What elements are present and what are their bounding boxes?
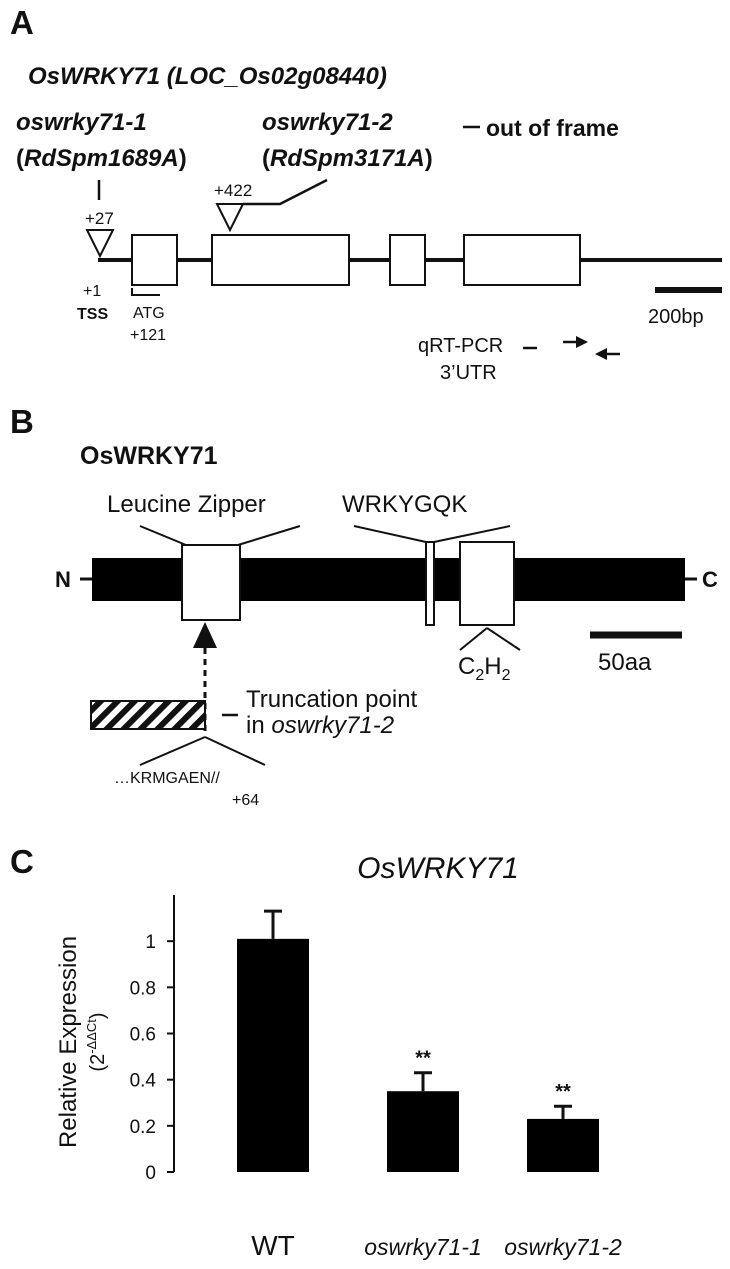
allele1-id: (RdSpm1689A) [16, 145, 187, 172]
y-tick-label: 0.8 [130, 978, 156, 999]
wrky-domain [425, 541, 435, 626]
exon-4 [463, 234, 581, 286]
out-of-frame-label: out of frame [486, 115, 619, 141]
x-category-label: oswrky71-1 [364, 1234, 482, 1260]
wrky-motif-label: WRKYGQK [342, 491, 467, 518]
scale-label-200bp: 200bp [648, 306, 704, 328]
sequence-label: …KRMGAEN// [114, 770, 220, 787]
tss-position: +1 [83, 283, 101, 300]
significance-marker: ** [555, 1081, 571, 1103]
allele2-id: (RdSpm3171A) [262, 145, 433, 172]
bar-chart: 0 0.2 0.4 0.6 0.8 1WT ** oswrky71-1 ** oswrky71-2 [130, 895, 622, 1261]
c2h2-callout-right [486, 627, 521, 651]
gene-title: OsWRKY71 (LOC_Os02g08440) [28, 63, 387, 90]
sequence-position: +64 [232, 792, 259, 809]
significance-marker: ** [415, 1048, 431, 1070]
exon-2 [211, 234, 350, 286]
zipper-callout-right [237, 525, 301, 546]
y-axis-unit: (2-ΔΔCt) [84, 1012, 109, 1071]
insert1-triangle [85, 229, 115, 259]
y-axis-label: Relative Expression [55, 936, 82, 1148]
tss-label: TSS [77, 306, 108, 323]
c2h2-domain [459, 541, 515, 626]
wrky-callout-right [433, 525, 511, 543]
truncated-protein-box [90, 700, 206, 730]
insert1-position: +27 [85, 209, 114, 228]
protein-body [92, 558, 685, 601]
insert2-triangle [215, 203, 245, 233]
leucine-zipper-domain [181, 544, 241, 621]
truncation-label-line2: in oswrky71-2 [246, 712, 394, 739]
atg-label: ATG [133, 305, 165, 322]
c2h2-label: C2H2 [458, 653, 511, 684]
n-terminus-label: N [55, 567, 71, 592]
sequence-callout-right [204, 736, 266, 766]
panel-a-letter: A [10, 4, 34, 41]
protein-title: OsWRKY71 [80, 442, 218, 470]
exon-1 [131, 234, 178, 286]
y-tick-label: 1 [145, 932, 156, 953]
scale-label-50aa: 50aa [598, 649, 652, 676]
atg-bracket [131, 288, 160, 296]
allele1-name: oswrky71-1 [16, 109, 147, 136]
exon-3 [389, 234, 426, 286]
forward-primer-arrow-icon [576, 336, 588, 348]
y-tick-label: 0.6 [130, 1025, 156, 1046]
sequence-callout-left [139, 736, 206, 766]
truncation-label-line1: Truncation point [246, 686, 418, 713]
bar [237, 938, 309, 1172]
x-category-label: oswrky71-2 [504, 1234, 622, 1260]
zipper-callout-left [139, 525, 187, 546]
y-tick-label: 0.4 [130, 1071, 157, 1092]
reverse-primer-arrow-icon [595, 348, 607, 360]
allele2-name: oswrky71-2 [262, 109, 393, 136]
qrt-label: qRT-PCR [418, 335, 503, 357]
insert2-position: +422 [214, 181, 252, 200]
allele2-pointer [243, 178, 328, 206]
chart-title: OsWRKY71 [357, 852, 519, 885]
panel-c-letter: C [10, 843, 34, 880]
wrky-callout-left [353, 525, 427, 543]
atg-position: +121 [130, 327, 166, 344]
bar [387, 1091, 459, 1172]
y-tick-label: 0.2 [130, 1117, 156, 1138]
truncation-arrow-icon [193, 622, 217, 648]
c-terminus-label: C [702, 567, 718, 592]
utr-label: 3’UTR [440, 362, 497, 384]
leucine-zipper-label: Leucine Zipper [107, 491, 266, 518]
panel-b-letter: B [10, 403, 34, 440]
y-tick-label: 0 [145, 1163, 156, 1184]
bar [527, 1118, 599, 1172]
c2h2-callout-left [459, 627, 488, 651]
x-category-label: WT [251, 1230, 295, 1261]
